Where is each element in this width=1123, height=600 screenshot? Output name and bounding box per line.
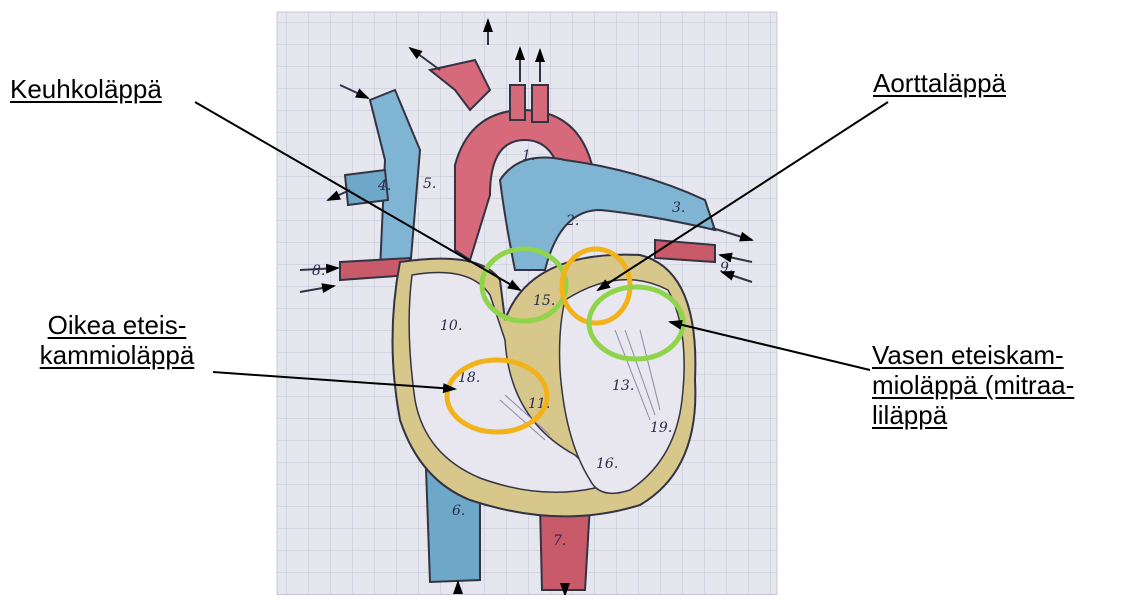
label-vasen-line-3: liläppä: [872, 400, 1074, 430]
label-aorttalappa: Aorttaläppä: [873, 68, 1006, 98]
label-aorttalappa-line-1: Aorttaläppä: [873, 68, 1006, 98]
pulmonary-vein-left-side: [655, 240, 715, 262]
drawing-number: 3.: [672, 200, 685, 216]
drawing-number: 19.: [650, 420, 672, 436]
drawing-number: 15.: [533, 293, 555, 309]
drawing-number: 16.: [596, 456, 618, 472]
label-vasen-line-2: mioläppä (mitraa-: [872, 370, 1074, 400]
aorta-branch-3: [532, 85, 548, 122]
drawing-number: 2.: [565, 213, 579, 229]
label-oikea-eteiskammiolappa: Oikea eteis- kammioläppä: [24, 310, 210, 370]
label-vasen-line-1: Vasen eteiskam-: [872, 340, 1074, 370]
drawing-number: 6.: [452, 503, 465, 519]
drawing-number: 9.: [720, 260, 733, 276]
label-vasen-eteiskammiolappa: Vasen eteiskam- mioläppä (mitraa- liläpp…: [872, 340, 1074, 430]
label-oikea-line-1: Oikea eteis-: [24, 310, 210, 340]
label-keuhkolappa-line-1: Keuhkoläppä: [10, 74, 162, 104]
aorta-branch-2: [510, 85, 525, 120]
label-keuhkolappa: Keuhkoläppä: [10, 74, 162, 104]
drawing-number: 1.: [522, 148, 535, 164]
drawing-number: 10.: [440, 318, 462, 334]
drawing-number: 5.: [423, 176, 436, 192]
drawing-number: 4.: [377, 178, 391, 194]
drawing-number: 8.: [312, 263, 325, 279]
drawing-number: 7.: [553, 533, 566, 549]
drawing-number: 13.: [612, 378, 634, 394]
label-oikea-line-2: kammioläppä: [24, 340, 210, 370]
